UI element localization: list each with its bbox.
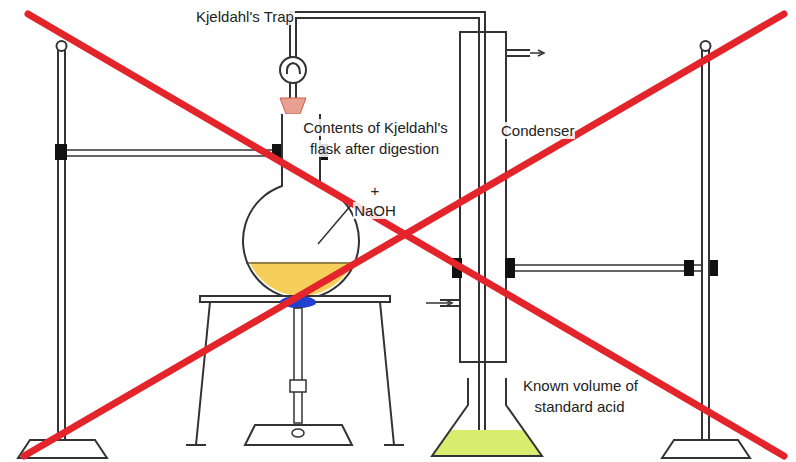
condenser <box>426 32 544 362</box>
part-label: Known volume of standard acid <box>520 375 640 417</box>
label-text: Known volume of standard acid <box>522 377 638 415</box>
part-label: Condenser <box>500 120 590 141</box>
label-text: NaOH <box>353 202 397 219</box>
cross-out-mark <box>24 14 784 456</box>
label-text: Contents of Kjeldahl's flask after diges… <box>302 119 448 157</box>
part-label: NaOH <box>290 200 460 221</box>
part-label: Kjeldahl's Trap <box>185 6 305 27</box>
label-text: Condenser <box>500 122 575 139</box>
label-text: Kjeldahl's Trap <box>195 8 295 25</box>
label-text: + <box>370 182 381 199</box>
tripod-stand <box>186 296 404 445</box>
part-label: + <box>290 180 460 201</box>
stopper <box>280 98 306 114</box>
kjeldahl-trap <box>280 57 306 100</box>
part-label: Contents of Kjeldahl's flask after diges… <box>290 117 460 159</box>
leader-line <box>318 204 352 244</box>
right-clamp <box>452 258 718 278</box>
left-stand <box>18 41 107 458</box>
